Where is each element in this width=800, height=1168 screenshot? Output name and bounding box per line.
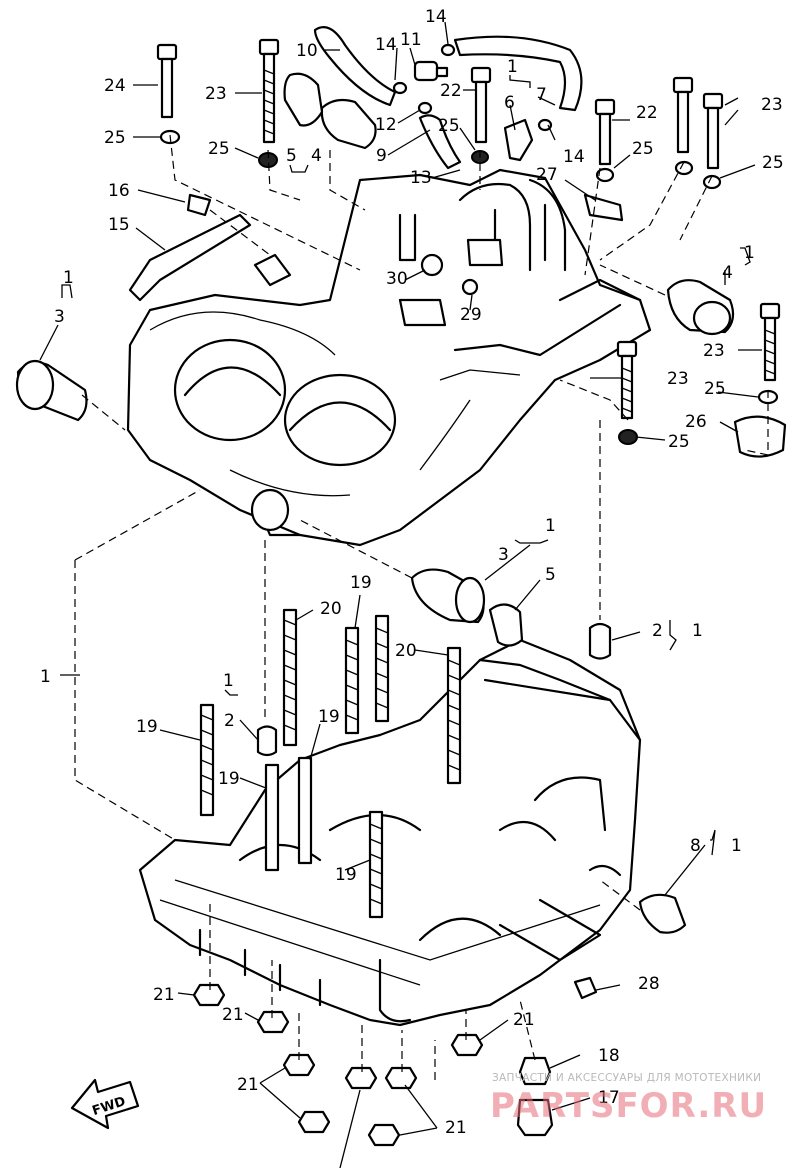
callout-19: 19 xyxy=(136,717,158,737)
bolts xyxy=(156,38,781,420)
callout-14: 14 xyxy=(375,35,397,55)
callout-18: 18 xyxy=(598,1046,620,1066)
watermark-logo: PARTSFOR.RU xyxy=(490,1086,768,1126)
callout-1: 1 xyxy=(507,57,518,77)
callout-23: 23 xyxy=(667,369,689,389)
callout-9: 9 xyxy=(376,146,387,166)
hoses-and-fittings xyxy=(128,26,787,458)
studs xyxy=(199,608,462,919)
watermark-tagline: ЗАПЧАСТИ И АКСЕССУАРЫ ДЛЯ МОТОТЕХНИКИ xyxy=(492,1072,762,1084)
callout-25: 25 xyxy=(704,379,726,399)
leader-lines xyxy=(39,21,762,1168)
callout-21: 21 xyxy=(153,985,175,1005)
callout-27: 27 xyxy=(536,165,558,185)
callout-15: 15 xyxy=(108,215,130,235)
callout-8: 8 xyxy=(690,836,701,856)
callout-25: 25 xyxy=(762,153,784,173)
callout-1: 1 xyxy=(63,268,74,288)
callout-12: 12 xyxy=(375,115,397,135)
washers xyxy=(159,129,779,445)
callout-25: 25 xyxy=(208,139,230,159)
callout-21: 21 xyxy=(445,1118,467,1138)
callout-1: 1 xyxy=(40,667,51,687)
callout-23: 23 xyxy=(205,84,227,104)
callout-4: 4 xyxy=(722,263,733,283)
callout-24: 24 xyxy=(104,76,126,96)
lower-crankcase xyxy=(138,638,642,1027)
callout-1: 1 xyxy=(545,516,556,536)
callout-21: 21 xyxy=(222,1005,244,1025)
callout-25: 25 xyxy=(438,116,460,136)
fwd-arrow: FWD xyxy=(70,1078,140,1130)
callout-28: 28 xyxy=(638,974,660,994)
callout-19: 19 xyxy=(318,707,340,727)
callout-5: 5 xyxy=(545,565,556,585)
callout-13: 13 xyxy=(410,168,432,188)
callout-6: 6 xyxy=(504,93,515,113)
callout-21: 21 xyxy=(513,1010,535,1030)
callout-20: 20 xyxy=(395,641,417,661)
bearings-and-seals xyxy=(15,72,735,934)
callout-20: 20 xyxy=(320,599,342,619)
callout-26: 26 xyxy=(685,412,707,432)
callout-11: 11 xyxy=(400,30,422,50)
callout-14: 14 xyxy=(563,147,585,167)
callout-14: 14 xyxy=(425,7,447,27)
callout-10: 10 xyxy=(296,41,318,61)
assembly-guide-lines xyxy=(74,134,769,1080)
callout-19: 19 xyxy=(350,573,372,593)
callout-4: 4 xyxy=(311,146,322,166)
callout-3: 3 xyxy=(54,307,65,327)
callout-7: 7 xyxy=(536,85,547,105)
callout-19: 19 xyxy=(335,865,357,885)
callout-25: 25 xyxy=(104,128,126,148)
callout-19: 19 xyxy=(218,769,240,789)
callout-numbers: 24 23 25 25 5 4 10 14 14 11 12 9 13 22 1… xyxy=(40,7,784,1138)
callout-25: 25 xyxy=(668,432,690,452)
callout-21: 21 xyxy=(237,1075,259,1095)
callout-5: 5 xyxy=(286,146,297,166)
callout-1: 1 xyxy=(731,836,742,856)
callout-3: 3 xyxy=(498,545,509,565)
callout-23: 23 xyxy=(703,341,725,361)
callout-22: 22 xyxy=(440,81,462,101)
callout-22: 22 xyxy=(636,103,658,123)
callout-16: 16 xyxy=(108,181,130,201)
callout-1: 1 xyxy=(744,243,755,263)
upper-crankcase xyxy=(126,168,652,547)
callout-2: 2 xyxy=(652,621,663,641)
callout-17: 17 xyxy=(598,1088,620,1108)
callout-29: 29 xyxy=(460,305,482,325)
callout-1: 1 xyxy=(223,671,234,691)
callout-23: 23 xyxy=(761,95,783,115)
callout-30: 30 xyxy=(386,269,408,289)
nuts xyxy=(192,976,598,1147)
callout-25: 25 xyxy=(632,139,654,159)
callout-2: 2 xyxy=(224,711,235,731)
callout-1: 1 xyxy=(692,621,703,641)
